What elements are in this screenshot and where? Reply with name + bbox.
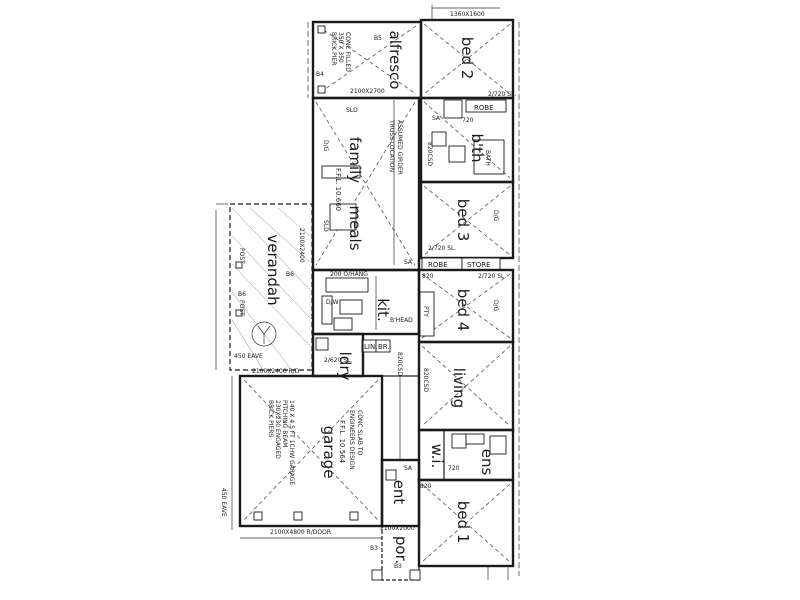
note-garage-3: 230X230 ENGAGED xyxy=(274,400,281,459)
label-bed4: bed 4 xyxy=(454,289,472,332)
note-door-820csd-c: 820CSD xyxy=(422,368,429,392)
note-sld-a: SLD xyxy=(322,220,329,232)
note-ffl-top: F.F.L. 10.660 xyxy=(334,168,342,211)
label-living: living xyxy=(450,368,468,408)
note-garage-1: 140 X 4.5 FT 1CHW GARAGE xyxy=(288,400,295,485)
note-br: BR. xyxy=(378,343,390,351)
note-dim-2100x2700: 2100X2700 xyxy=(350,88,385,95)
note-door-820csd-b: 820CSD xyxy=(396,352,403,376)
note-sl-2720-c: 2/720 SL. xyxy=(478,273,506,280)
label-por: por. xyxy=(392,536,410,564)
note-b6-a: B6 xyxy=(286,271,294,278)
note-dw: D/W xyxy=(326,299,339,306)
note-b6-b: B6 xyxy=(238,291,246,298)
note-door-820-b: 820 xyxy=(420,483,432,490)
label-garage: garage xyxy=(320,426,338,479)
label-alfresco: alfresco xyxy=(386,31,404,90)
note-b3-a: B3 xyxy=(370,545,378,552)
note-ffl-garage: F.F.L. 10.564 xyxy=(338,420,346,464)
note-girder-1: ASSUMED GIRDER xyxy=(396,120,403,175)
note-sa-a: SA xyxy=(432,115,441,122)
note-pier-1: CONC FILLED xyxy=(344,32,351,72)
note-dim-2100x2400-side: 2100X2400 xyxy=(298,228,305,263)
note-conc-2: ENGINEERS DESIGN xyxy=(348,410,355,470)
note-robe-top: ROBE xyxy=(474,104,494,112)
note-dim-2100x4800: 2100X4800 R/DOOR xyxy=(270,529,331,536)
note-girder-2: TRUSS LOCATION xyxy=(388,119,395,172)
note-bath-fixture: BATH xyxy=(484,150,491,166)
note-door-720-a: 720 xyxy=(462,117,474,124)
note-conc-1: CONC SLAB TO xyxy=(356,410,363,456)
garage-area xyxy=(231,374,384,539)
note-dg-c: D/G xyxy=(492,300,499,312)
bath-area xyxy=(419,96,515,184)
verandah-area xyxy=(215,203,313,371)
note-garage-2: PITCHING BEAM xyxy=(281,400,288,447)
label-ldry: ldry xyxy=(336,352,354,381)
note-post-a: POST xyxy=(238,248,245,264)
note-bhead: B'HEAD xyxy=(390,317,413,324)
note-sld-b: SLD xyxy=(346,107,358,114)
ensuite-area xyxy=(417,428,515,482)
label-verandah: verandah xyxy=(264,234,282,305)
note-ohang: 200 O/HANG xyxy=(330,271,368,278)
label-wi: w.i. xyxy=(428,444,446,469)
label-family: family xyxy=(346,137,364,183)
bed3-area xyxy=(419,180,515,271)
note-door-820csd-a: 820CSD xyxy=(426,142,433,166)
note-pier-3: BRICK PIER xyxy=(330,32,337,65)
note-door-720-b: 720 xyxy=(448,465,460,472)
label-bed1: bed 1 xyxy=(454,501,472,544)
note-sa-b: SA xyxy=(404,259,413,266)
note-b4: B4 xyxy=(316,71,324,78)
label-ent: ent xyxy=(390,480,408,505)
hall-area xyxy=(362,333,420,460)
note-door-820-a: 820 xyxy=(422,273,434,280)
note-dim-2100x2000: 2100X2000 xyxy=(380,525,415,532)
note-sa-c: SA xyxy=(404,465,413,472)
note-eave-450: 450 EAVE xyxy=(234,353,263,360)
label-meals: meals xyxy=(346,205,364,250)
bed1-area xyxy=(417,478,515,580)
note-dg-a: D/G xyxy=(322,140,329,152)
note-eave-450b: 450 EAVE xyxy=(220,488,227,517)
note-tile: 1360X1600 xyxy=(450,11,485,18)
note-sl-2720-b: 2/720 SL. xyxy=(428,245,456,252)
porch-area xyxy=(371,525,421,581)
note-b5: B5 xyxy=(374,35,382,42)
note-sl-2620: 2/620 SL. xyxy=(324,357,352,364)
note-pty: PTY xyxy=(422,306,429,317)
label-bed2: bed 2 xyxy=(458,37,476,80)
note-dim-2100x2400: 2100X2400 R/D xyxy=(252,368,300,375)
label-ens: ens xyxy=(478,449,496,476)
note-sl-2720-a: 2/720 SL. xyxy=(488,91,516,98)
note-robe-mid: ROBE xyxy=(428,261,448,269)
label-bath: b'th xyxy=(468,133,486,162)
note-pier-2: 350 X 350 xyxy=(337,32,344,63)
note-garage-4: BRICK PIERS xyxy=(267,400,274,437)
note-b3-b: B3 xyxy=(394,563,402,570)
note-store: STORE xyxy=(467,261,491,269)
note-post-b: POST xyxy=(238,300,245,316)
label-kit: kit. xyxy=(374,298,392,322)
note-dg-b: D/G xyxy=(492,210,499,222)
label-bed3: bed 3 xyxy=(454,199,472,242)
note-lin: LIN. xyxy=(364,343,377,351)
